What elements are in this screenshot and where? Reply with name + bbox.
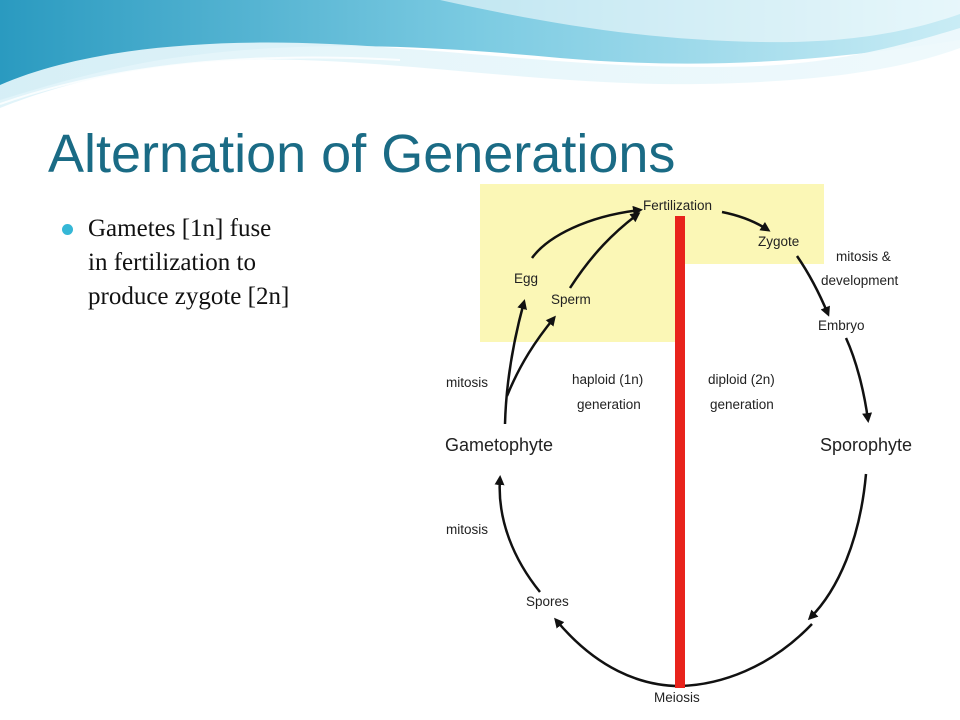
haploid-label-1: haploid (1n) (572, 372, 643, 387)
arrow-spores-to-gametophyte (494, 475, 541, 593)
zygote-label: Zygote (758, 234, 799, 249)
header-wave-decoration (0, 0, 960, 108)
meiosis-label: Meiosis (654, 690, 700, 705)
zygote-highlight (680, 184, 824, 264)
haploid-label-2: generation (577, 397, 641, 412)
arrow-sperm-to-fertilization (568, 212, 641, 289)
arrow-fertilization-to-zygote (721, 210, 771, 232)
bullet-line-2: in fertilization to (88, 249, 257, 276)
arrow-zygote-to-embryo (795, 255, 830, 317)
arrow-sporophyte-to-meiosis (807, 473, 868, 621)
sporophyte-label: Sporophyte (820, 435, 912, 455)
diploid-label-1: diploid (2n) (708, 372, 775, 387)
bullet-list: Gametes [1n] fuse in fertilization to pr… (62, 212, 392, 314)
mitosis-development-label-1: mitosis & (836, 249, 891, 264)
arrow-embryo-to-sporophyte (844, 337, 873, 423)
egg-label: Egg (514, 271, 538, 286)
mitosis-upper-label: mitosis (446, 375, 488, 390)
bullet-line-1: Gametes [1n] fuse (88, 215, 272, 242)
fertilization-highlight (480, 184, 680, 342)
arrow-egg-to-fertilization (530, 205, 643, 259)
mitosis-development-label-2: development (821, 273, 899, 288)
mitosis-lower-label: mitosis (446, 522, 488, 537)
slide-title: Alternation of Generations (48, 124, 676, 184)
sperm-label: Sperm (551, 292, 591, 307)
spores-label: Spores (526, 594, 569, 609)
arrow-gametophyte-to-egg (503, 299, 527, 425)
diploid-label-2: generation (710, 397, 774, 412)
bullet-dot-icon (62, 224, 73, 235)
haploid-diploid-divider (675, 216, 685, 688)
arrow-gametophyte-to-sperm (505, 315, 556, 397)
gametophyte-label: Gametophyte (445, 435, 553, 455)
fertilization-label: Fertilization (643, 198, 712, 213)
bullet-item: Gametes [1n] fuse in fertilization to pr… (62, 212, 392, 314)
embryo-label: Embryo (818, 318, 865, 333)
bullet-line-3: produce zygote [2n] (88, 283, 290, 310)
